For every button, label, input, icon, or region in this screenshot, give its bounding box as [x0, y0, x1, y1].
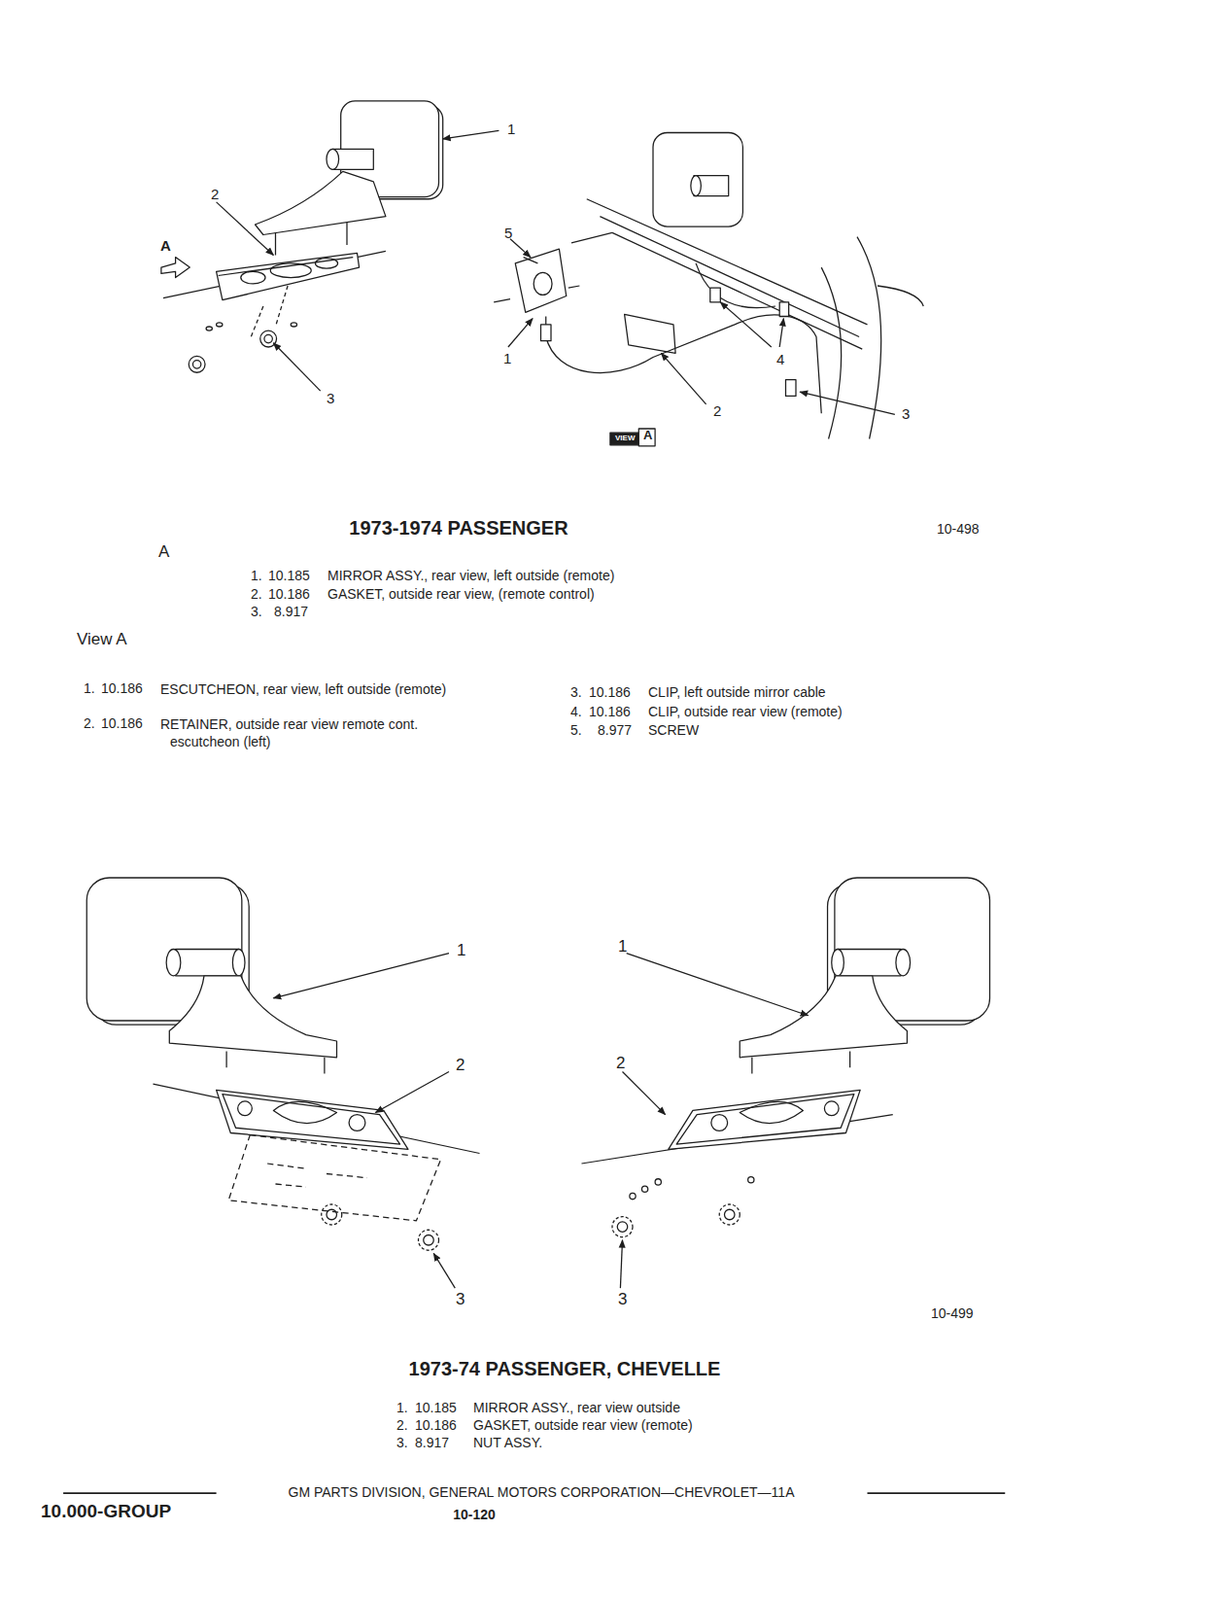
callout-number: 2: [455, 1056, 465, 1075]
callout-number: 1: [507, 121, 516, 138]
part-description: NUT ASSY.: [473, 1435, 543, 1450]
item-number: 2.: [83, 716, 96, 731]
part-description: SCREW: [648, 723, 699, 738]
section-title: 1973-1974 PASSENGER: [348, 516, 568, 539]
callout-number: 1: [503, 350, 512, 368]
callout-number: 1: [456, 941, 466, 961]
figure-number: 10-499: [930, 1306, 974, 1321]
callout-number: 3: [455, 1290, 465, 1309]
part-number: 10.186: [588, 685, 631, 700]
page-number: 10-120: [452, 1507, 496, 1522]
callout-number: 2: [616, 1054, 625, 1073]
part-number: 10.186: [588, 704, 631, 720]
callout-number: 4: [776, 351, 785, 369]
item-number: 5.: [570, 723, 583, 738]
callout-number: A: [158, 543, 170, 562]
section-title: 1973-74 PASSENGER, CHEVELLE: [409, 1357, 722, 1379]
callout-number: 3: [901, 406, 910, 423]
part-number: 10.186: [414, 1417, 457, 1433]
view-tag: VIEW: [615, 434, 635, 444]
callout-number: A: [160, 238, 172, 255]
item-number: 1.: [250, 568, 263, 584]
part-number: 10.185: [414, 1400, 457, 1415]
mirror-drawing: [86, 877, 480, 1154]
view-tag: A: [643, 428, 653, 443]
part-description: CLIP, left outside mirror cable: [648, 685, 827, 700]
mirror-drawing: [161, 101, 444, 373]
part-number: 10.186: [268, 586, 310, 602]
part-number: 8.917: [274, 604, 309, 620]
part-description: RETAINER, outside rear view remote cont.…: [160, 715, 491, 751]
group-number: 10.000-GROUP: [40, 1501, 172, 1522]
item-number: 1.: [83, 681, 96, 696]
callout-number: 2: [713, 403, 722, 420]
callout-number: 3: [326, 390, 335, 408]
part-description: MIRROR ASSY., rear view outside: [473, 1400, 681, 1415]
part-description: MIRROR ASSY., rear view, left outside (r…: [327, 568, 615, 584]
part-description: GASKET, outside rear view, (remote contr…: [327, 586, 595, 602]
part-description: GASKET, outside rear view (remote): [473, 1417, 693, 1433]
item-number: 3.: [250, 604, 263, 620]
part-description: ESCUTCHEON, rear view, left outside (rem…: [160, 680, 457, 698]
page-footer: GM PARTS DIVISION, GENERAL MOTORS CORPOR…: [288, 1484, 795, 1500]
item-number: 2.: [250, 586, 263, 602]
figure-number: 10-498: [936, 521, 980, 537]
callout-number: 2: [210, 186, 219, 204]
callout-number: 1: [618, 937, 627, 957]
part-number: 8.977: [597, 723, 632, 738]
item-number: 1.: [396, 1400, 409, 1415]
part-number: 8.917: [414, 1435, 449, 1450]
callout-number: 5: [504, 225, 513, 242]
part-number: 10.186: [101, 681, 143, 696]
door-view-drawing: [493, 133, 924, 447]
leader-lines: [216, 130, 896, 414]
part-number: 10.186: [101, 716, 143, 731]
view-heading: View A: [76, 630, 128, 650]
item-number: 4.: [570, 704, 583, 720]
mirror-drawing: [582, 877, 991, 1164]
part-number: 10.185: [268, 568, 310, 584]
callout-number: 3: [618, 1290, 627, 1309]
item-number: 3.: [570, 685, 583, 700]
part-description: CLIP, outside rear view (remote): [648, 704, 843, 720]
leader-lines: [273, 953, 808, 1288]
item-number: 2.: [396, 1417, 409, 1433]
item-number: 3.: [396, 1435, 409, 1450]
